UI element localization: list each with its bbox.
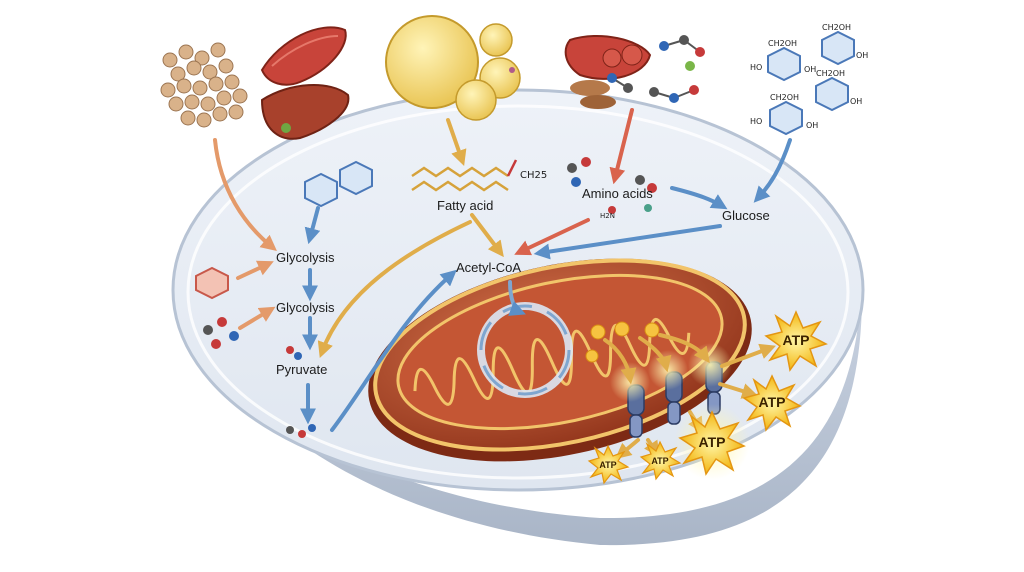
label-fatty-acid: Fatty acid <box>437 198 493 213</box>
label-pyruvate: Pyruvate <box>276 362 327 377</box>
h2n-text: H2N <box>600 212 615 220</box>
label-glycolysis-2: Glycolysis <box>276 300 335 315</box>
atp-label-4: ATP <box>599 460 616 470</box>
atp-label-1: ATP <box>783 332 810 348</box>
ho-text-1: HO <box>750 63 762 72</box>
atp-label-5: ATP <box>651 456 668 466</box>
muscle-illustration <box>262 27 346 84</box>
atp-burst-3: ATP <box>674 404 750 480</box>
ch2oh-text-4: CH2OH <box>770 93 799 102</box>
label-glucose: Glucose <box>722 208 770 223</box>
label-glycolysis-1: Glycolysis <box>276 250 335 265</box>
oh-text-2: OH <box>856 51 868 60</box>
label-amino-acids: Amino acids <box>582 186 653 201</box>
glucose-ring-pink <box>196 268 228 298</box>
ch25-text: CH25 <box>520 170 547 181</box>
oh-text-4: OH <box>806 121 818 130</box>
oh-text-1: OH <box>804 65 816 74</box>
ch2oh-text-2: CH2OH <box>822 23 851 32</box>
atp-label-2: ATP <box>759 394 786 410</box>
oh-text-3: OH <box>850 97 862 106</box>
ch2oh-text-3: CH2OH <box>816 69 845 78</box>
atp-label-3: ATP <box>699 434 726 450</box>
ch2oh-text-1: CH2OH <box>768 39 797 48</box>
label-acetyl-coa: Acetyl-CoA <box>456 260 521 275</box>
ho-text-2: HO <box>750 117 762 126</box>
glycogen-granules <box>161 43 247 127</box>
